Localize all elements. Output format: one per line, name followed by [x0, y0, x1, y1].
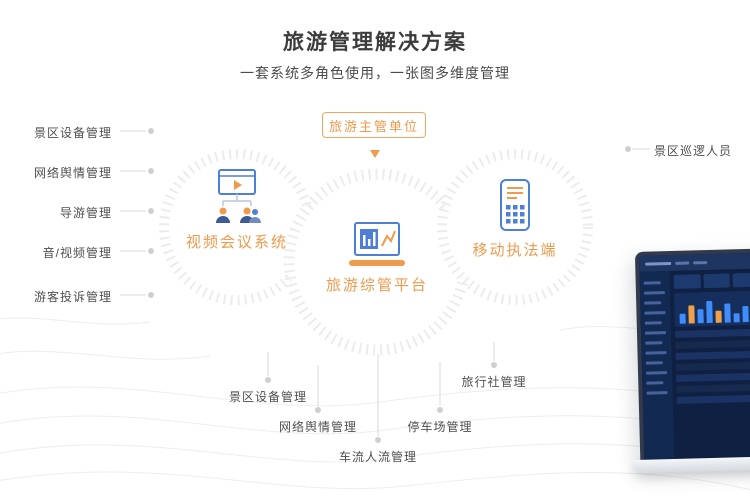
ring-circles: [159, 149, 593, 356]
right-label-patrol: 景区巡逻人员: [654, 144, 733, 158]
authority-box-label: 旅游主管单位: [328, 118, 419, 134]
dashboard-row: [676, 394, 750, 404]
dashboard-row: [674, 328, 750, 338]
bottom-label-public-opinion: 网络舆情管理: [278, 420, 357, 434]
dashboard-content: [669, 268, 750, 463]
handheld-terminal-icon: [500, 179, 530, 231]
node-mobile-enforcement-label: 移动执法端: [472, 242, 558, 259]
node-platform-label: 旅游综管平台: [325, 277, 428, 294]
left-label-audio-video: 音/视频管理: [42, 246, 112, 260]
page-title: 旅游管理解决方案: [283, 31, 467, 54]
laptop-chart-icon: [349, 222, 405, 266]
connector-lines: [120, 130, 650, 436]
left-label-public-opinion: 网络舆情管理: [33, 166, 112, 180]
page-subtitle: 一套系统多角色使用，一张图多维度管理: [240, 65, 510, 81]
dashboard-row: [675, 339, 750, 349]
left-label-complaints: 游客投诉管理: [33, 290, 112, 304]
dashboard-row: [676, 383, 750, 393]
connector-dots: [148, 128, 631, 443]
dashboard-stat-chips: [673, 272, 750, 289]
dashboard-row: [676, 372, 750, 382]
left-label-tour-guide: 导游管理: [59, 206, 112, 220]
dashboard-row: [675, 350, 750, 360]
dashboard-row: [675, 361, 750, 371]
left-label-scenic-equipment: 景区设备管理: [33, 126, 112, 140]
authority-box: 旅游主管单位: [322, 112, 426, 138]
node-video-conference-label: 视频会议系统: [185, 234, 288, 251]
bottom-label-parking: 停车场管理: [407, 420, 473, 434]
laptop-mockup: [627, 248, 750, 492]
bottom-label-scenic-equipment: 景区设备管理: [228, 390, 307, 404]
node-mobile-enforcement: 移动执法端: [460, 178, 570, 260]
down-arrow-icon: [370, 150, 380, 158]
node-video-conference: 视频会议系统: [177, 168, 297, 252]
bottom-label-traffic-flow: 车流人流管理: [338, 450, 417, 464]
node-platform: 旅游综管平台: [312, 221, 442, 295]
video-conference-icon: [216, 169, 261, 223]
dashboard-body: [639, 268, 750, 464]
bottom-label-travel-agency: 旅行社管理: [461, 375, 527, 389]
dashboard-mini-chart: [673, 290, 750, 327]
dashboard-screen: [634, 248, 750, 468]
